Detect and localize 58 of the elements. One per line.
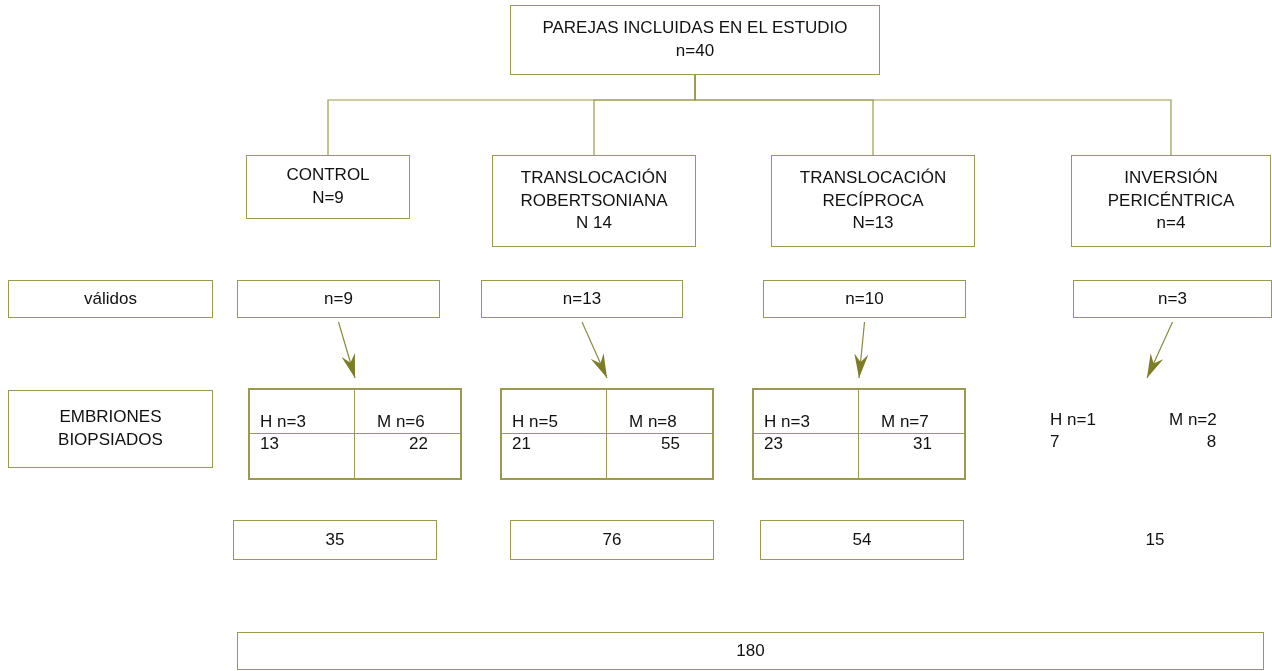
arrow <box>581 321 608 379</box>
box-text: válidos <box>84 287 137 310</box>
box-text: n=3 <box>1158 287 1187 310</box>
box-text: n=13 <box>562 287 602 310</box>
label-box <box>237 632 1264 670</box>
box-text: EMBRIONES BIOPSIADOS <box>57 406 164 451</box>
count-value: 55 <box>660 434 681 455</box>
count-table <box>500 388 714 480</box>
box-text: N=13 <box>852 212 894 235</box>
count-value: 23 <box>754 434 859 478</box>
label-box <box>1073 280 1272 318</box>
group-label: H n=3 <box>754 390 859 434</box>
box-text: TRANSLOCACIÓN ROBERTSONIANA <box>519 166 669 212</box>
box-text: N=9 <box>312 187 344 209</box>
box-text: TRANSLOCACIÓN RECÍPROCA <box>798 166 948 212</box>
label-box <box>246 155 410 219</box>
box-text: n=10 <box>845 287 884 310</box>
label-box <box>510 520 714 560</box>
box-text: n=9 <box>324 287 353 310</box>
arrow <box>337 321 356 379</box>
label-box <box>8 280 213 318</box>
label-box <box>771 155 975 247</box>
label-box <box>492 155 696 247</box>
label-box <box>8 390 213 468</box>
count-table <box>752 388 966 480</box>
group-label: M n=2 <box>1168 409 1218 431</box>
box-text: n=4 <box>1156 212 1186 235</box>
group-label: M n=7 <box>859 390 964 434</box>
label-box <box>1071 155 1271 247</box>
group-label: H n=3 <box>250 390 355 434</box>
label-box <box>760 520 964 560</box>
count-value: 21 <box>502 434 607 478</box>
box-text: N 14 <box>576 212 612 235</box>
box-text: CONTROL <box>286 164 370 187</box>
group-label: H n=5 <box>502 390 607 434</box>
count-value: 8 <box>1205 432 1218 453</box>
box-text: 54 <box>852 528 872 551</box>
group-label: H n=1 <box>1049 409 1097 431</box>
count-value: 31 <box>912 434 933 455</box>
count-value: 13 <box>250 434 355 478</box>
label-box <box>233 520 437 560</box>
box-text: 35 <box>325 528 345 551</box>
count-table <box>248 388 462 480</box>
label-box <box>510 5 880 75</box>
box-text: PAREJAS INCLUIDAS EN EL ESTUDIO <box>542 17 848 40</box>
box-text: 76 <box>602 528 622 551</box>
connector-line <box>694 74 1172 156</box>
group-label: M n=8 <box>607 390 712 434</box>
label-box <box>237 280 440 318</box>
arrow <box>854 321 869 379</box>
label-box <box>481 280 683 318</box>
group-label: M n=6 <box>355 390 460 434</box>
count-value: 7 <box>1049 432 1061 453</box>
arrow <box>1146 321 1174 379</box>
label-box <box>763 280 966 318</box>
box-text: 180 <box>736 639 765 662</box>
box-text: n=40 <box>675 40 715 62</box>
count-value: 22 <box>408 434 429 455</box>
